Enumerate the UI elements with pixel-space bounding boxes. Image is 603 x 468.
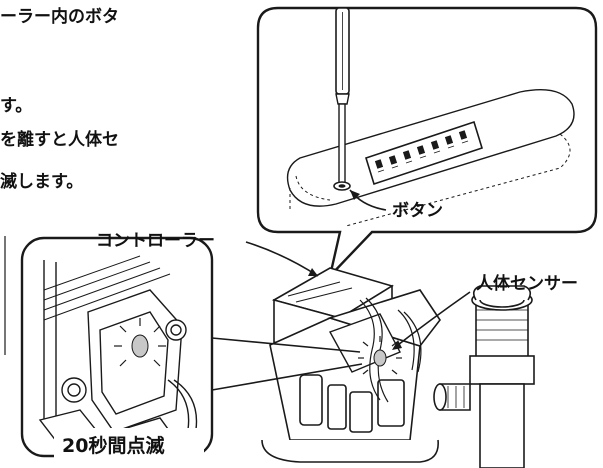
screwdriver [333,8,351,191]
human-sensor-label: 人体センサー [476,274,578,294]
zoom-pointer-upper [211,337,361,353]
sensor-glow-zoom [114,318,166,367]
blink-caption: 20秒間点滅 [62,435,165,457]
button-label: ボタン [392,201,443,221]
instruction-line-2: す。 [0,96,33,116]
button-callout [256,6,598,280]
instruction-line-1: ーラー内のボタ [0,7,119,27]
caption-backdrop [54,428,204,464]
sensor-arrowhead [392,340,402,350]
controller-leader [245,241,319,277]
sensor-glow-main [358,336,402,375]
controller-arrowhead [308,268,318,276]
sensor-leader [393,291,471,349]
button-arrowhead [350,190,360,200]
zoom-pointer-lower [211,363,363,391]
controller-label: コントローラー [96,231,215,251]
dip-switch-panel [365,120,483,186]
pipe-valve [433,285,535,468]
device-body [261,267,441,463]
sensor-zoom-callout [20,236,363,464]
instruction-line-3: を離すと人体セ [0,130,119,150]
instruction-line-4: 滅します。 [0,172,84,192]
